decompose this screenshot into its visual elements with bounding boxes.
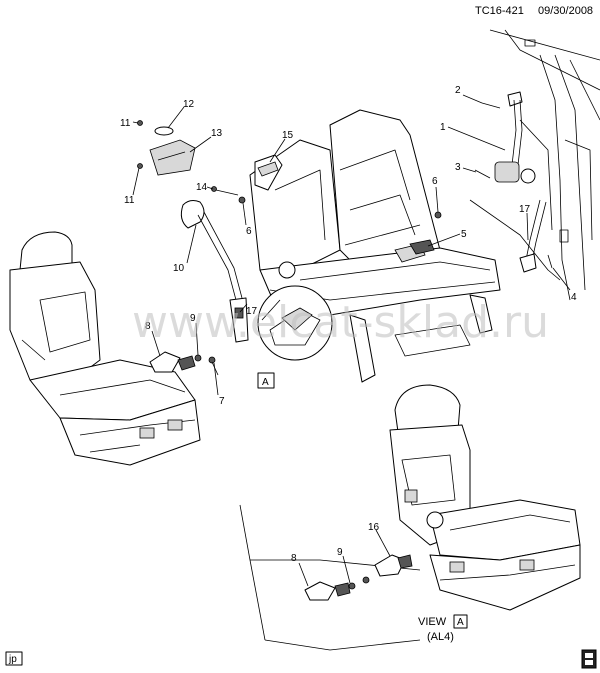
callout-9-left: 9 <box>190 313 196 324</box>
detail-circle: A <box>257 285 333 389</box>
view-a-buckle-parts <box>304 554 413 601</box>
callout-6-right: 6 <box>432 176 438 187</box>
leader-lines <box>132 94 571 587</box>
callout-1: 1 <box>440 122 446 133</box>
belt-retractor-assembly <box>494 91 547 273</box>
callout-8-view: 8 <box>291 553 297 564</box>
view-marker: A <box>457 617 464 628</box>
watermark: www.elcat-sklad.ru <box>132 297 549 348</box>
callout-6-left: 6 <box>246 226 252 237</box>
footer-code-box: jp <box>5 651 23 666</box>
body-pillar <box>469 29 600 301</box>
detail-marker: A <box>262 377 269 388</box>
callout-17-right: 17 <box>519 204 531 215</box>
callout-2: 2 <box>455 85 461 96</box>
callout-15: 15 <box>282 130 294 141</box>
callout-16: 16 <box>368 522 380 533</box>
callout-8-left: 8 <box>145 321 151 332</box>
callout-5: 5 <box>461 229 467 240</box>
left-bucket-seat <box>9 231 201 466</box>
callout-11-bottom: 11 <box>124 195 135 206</box>
manual-book-icon <box>581 649 597 669</box>
diagram-date: 09/30/2008 <box>538 5 593 17</box>
view-sub: (AL4) <box>427 631 454 643</box>
view-a-seat <box>239 384 581 651</box>
center-buckle <box>394 239 435 263</box>
view-a-label: VIEW A (AL4) <box>418 614 468 643</box>
callout-11-top: 11 <box>120 118 131 129</box>
callout-12: 12 <box>183 99 195 110</box>
view-label: VIEW <box>418 616 447 628</box>
callout-3: 3 <box>455 162 461 173</box>
callout-9-view: 9 <box>337 547 343 558</box>
left-buckle-parts <box>149 351 219 376</box>
callout-14: 14 <box>196 182 208 193</box>
footer-code: jp <box>8 654 17 665</box>
callout-17-left: 17 <box>246 306 258 317</box>
callout-10: 10 <box>173 263 185 274</box>
callout-13: 13 <box>211 128 223 139</box>
callout-4: 4 <box>571 292 577 303</box>
diagram-code: TC16-421 <box>475 5 524 17</box>
callout-7: 7 <box>219 396 225 407</box>
center-belt-parts <box>137 102 553 343</box>
